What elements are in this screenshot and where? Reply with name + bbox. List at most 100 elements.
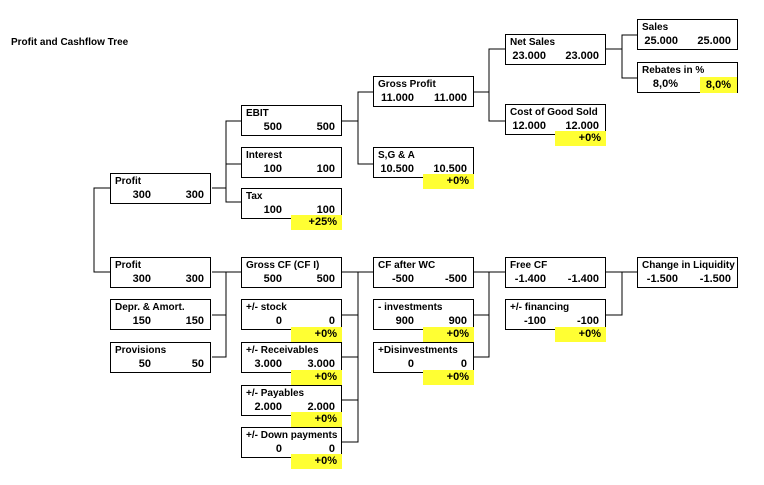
connector-gp-netsales — [474, 48, 505, 93]
node-sga: S,G & A 10.500 10.500 — [373, 147, 474, 178]
node-value-1: 50 — [138, 358, 151, 370]
node-value-2-highlighted: 8,0% — [699, 77, 737, 93]
node-receivables: +/- Receivables 3.000 3.000 — [241, 342, 342, 373]
delta-cogs: +0% — [555, 131, 606, 146]
node-label: EBIT — [246, 108, 269, 119]
node-label: Provisions — [115, 345, 167, 356]
node-label: CF after WC — [378, 260, 436, 271]
connector-netsales-sales — [606, 34, 637, 50]
node-label: Cost of Good Sold — [510, 107, 598, 118]
node-gross-cf: Gross CF (CF I) 500 500 — [241, 257, 342, 288]
node-ebit: EBIT 500 500 — [241, 105, 342, 136]
node-value-2: 11.000 — [433, 92, 467, 104]
node-value-1: 0 — [407, 358, 414, 370]
node-free-cf: Free CF -1.400 -1.400 — [505, 257, 606, 288]
node-label: Free CF — [510, 260, 548, 271]
node-label: +/- stock — [246, 302, 287, 313]
delta-disinvestments: +0% — [423, 370, 474, 385]
delta-sga: +0% — [423, 174, 474, 189]
node-value-1: 8,0% — [652, 78, 678, 90]
node-value-2: 300 — [185, 189, 204, 201]
node-value-1: 0 — [275, 315, 282, 327]
node-value-1: 25.000 — [644, 35, 678, 47]
node-value-1: 300 — [132, 189, 151, 201]
node-profit-top: Profit 300 300 — [110, 173, 211, 204]
node-value-1: 23.000 — [512, 50, 546, 62]
node-value-2: 300 — [185, 273, 204, 285]
node-value-1: -100 — [523, 315, 546, 327]
connector-depr-grosscf — [212, 272, 227, 316]
node-value-1: 0 — [275, 443, 282, 455]
node-value-1: 11.000 — [380, 92, 414, 104]
node-value-2: -1.400 — [567, 273, 599, 285]
node-value-2: 2.000 — [307, 401, 335, 413]
node-label: Gross CF (CF I) — [246, 260, 320, 271]
connector-ebit-grossprofit — [342, 91, 373, 122]
node-value-1: -1.500 — [646, 273, 678, 285]
node-label: Gross Profit — [378, 79, 436, 90]
node-value-1: -1.400 — [514, 273, 546, 285]
node-label: - investments — [378, 302, 443, 313]
node-interest: Interest 100 100 — [241, 147, 342, 178]
node-value-2: 100 — [316, 163, 335, 175]
delta-investments: +0% — [423, 327, 474, 342]
node-down-payments: +/- Down payments 0 0 — [241, 427, 342, 458]
node-value-2: 500 — [316, 121, 335, 133]
node-profit-bottom: Profit 300 300 — [110, 257, 211, 288]
node-value-2: 23.000 — [565, 50, 599, 62]
node-label: Sales — [642, 22, 669, 33]
node-label: Rebates in % — [642, 65, 705, 76]
node-label: Change in Liquidity — [642, 260, 735, 271]
node-label: +/- financing — [510, 302, 570, 313]
node-value-2: 0 — [460, 358, 467, 370]
node-label: Profit — [115, 260, 142, 271]
node-value-1: 500 — [263, 121, 282, 133]
node-depr-amort: Depr. & Amort. 150 150 — [110, 299, 211, 330]
node-value-1: -500 — [391, 273, 414, 285]
node-label: +/- Down payments — [246, 430, 338, 441]
node-label: Net Sales — [510, 37, 556, 48]
node-value-2: -1.500 — [699, 273, 731, 285]
node-value-1: 12.000 — [512, 120, 546, 132]
node-value-2: 50 — [191, 358, 204, 370]
node-value-2: 500 — [316, 273, 335, 285]
node-value-2: 10.500 — [433, 163, 467, 175]
node-rebates: Rebates in % 8,0% 8,0% — [637, 62, 738, 93]
connector-profit-link — [93, 187, 110, 273]
node-cogs: Cost of Good Sold 12.000 12.000 — [505, 104, 606, 135]
node-tax: Tax 100 100 — [241, 188, 342, 219]
delta-payables: +0% — [291, 412, 342, 427]
node-label: Depr. & Amort. — [115, 302, 185, 313]
node-value-1: 500 — [263, 273, 282, 285]
node-gross-profit: Gross Profit 11.000 11.000 — [373, 76, 474, 107]
node-value-1: 3.000 — [254, 358, 282, 370]
delta-stock: +0% — [291, 327, 342, 342]
node-value-2: 12.000 — [565, 120, 599, 132]
connector-profit-ebit — [212, 120, 241, 189]
connector-invest-bus — [474, 314, 490, 358]
node-value-2: 150 — [185, 315, 204, 327]
node-financing: +/- financing -100 -100 — [505, 299, 606, 330]
connector-netsales-rebates — [621, 49, 637, 79]
node-value-2: 900 — [448, 315, 467, 327]
delta-financing: +0% — [555, 327, 606, 342]
node-value-2: 0 — [328, 315, 335, 327]
connector-gp-cogs — [488, 92, 505, 122]
node-value-2: -500 — [444, 273, 467, 285]
node-stock: +/- stock 0 0 — [241, 299, 342, 330]
node-value-2: -100 — [576, 315, 599, 327]
node-value-2: 100 — [316, 204, 335, 216]
node-value-2: 25.000 — [697, 35, 731, 47]
node-value-1: 150 — [132, 315, 151, 327]
node-label: Interest — [246, 150, 283, 161]
node-net-sales: Net Sales 23.000 23.000 — [505, 34, 606, 65]
connector-profit-tax — [225, 188, 241, 203]
node-cf-after-wc: CF after WC -500 -500 — [373, 257, 474, 288]
node-value-1: 100 — [263, 204, 282, 216]
connector-prov-grosscf — [212, 315, 227, 358]
node-value-1: 2.000 — [254, 401, 282, 413]
node-payables: +/- Payables 2.000 2.000 — [241, 385, 342, 416]
page-title: Profit and Cashflow Tree — [11, 37, 129, 48]
node-label: +/- Payables — [246, 388, 305, 399]
